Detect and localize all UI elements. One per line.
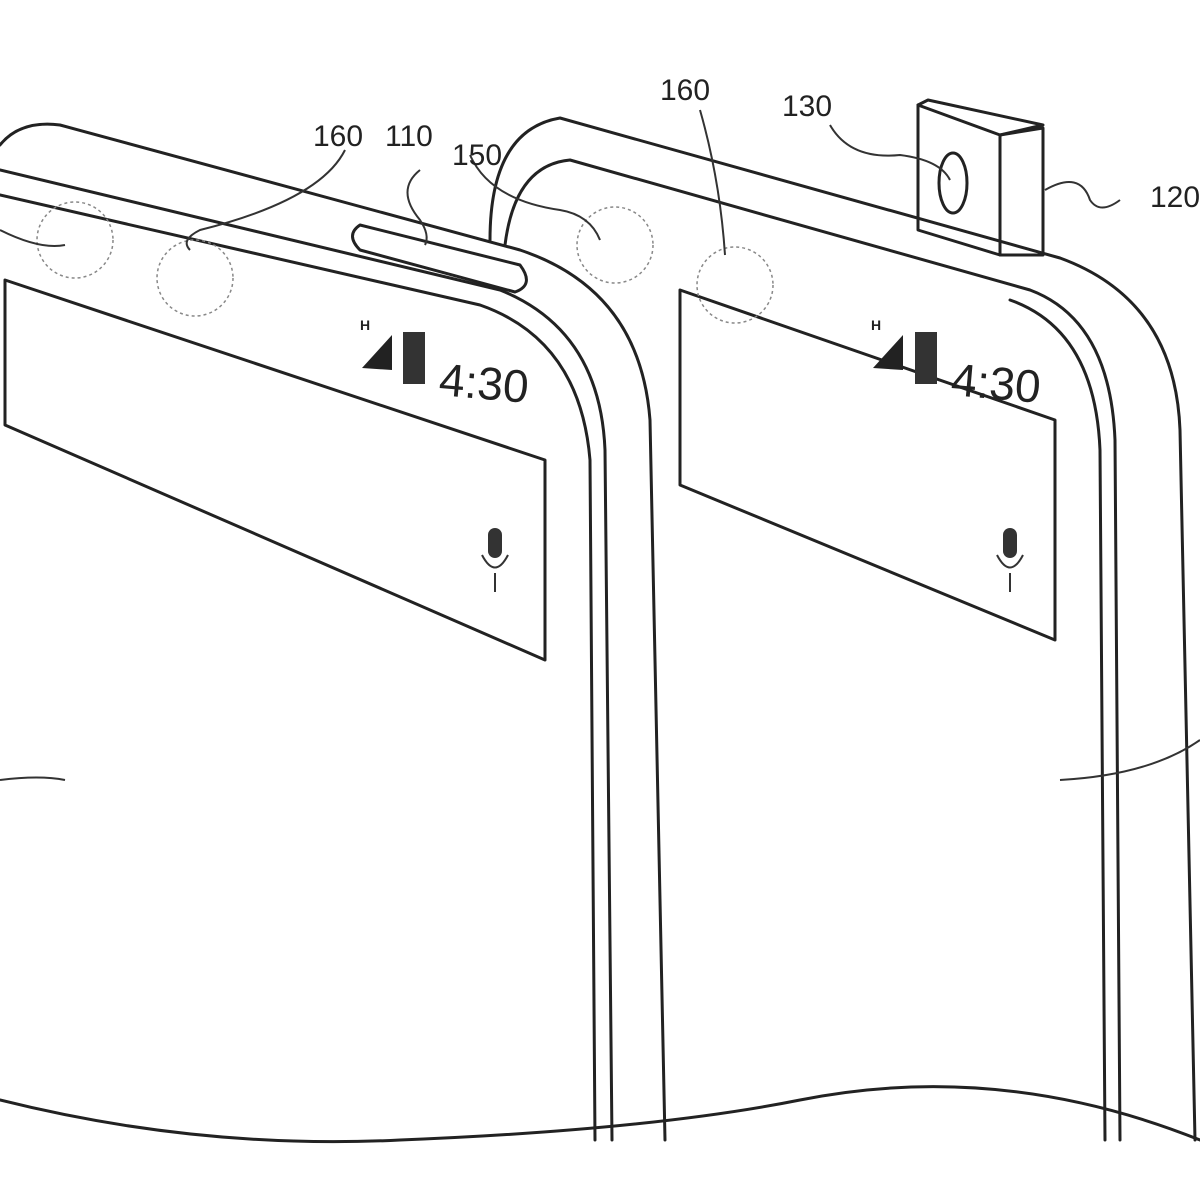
left-search-bar	[3, 278, 547, 662]
right-signal-icon	[873, 335, 903, 370]
right-sensor-1	[576, 206, 654, 284]
slot-110	[351, 223, 528, 294]
left-sensor-1	[36, 201, 114, 279]
label-160-right: 160	[660, 74, 710, 107]
leader-lines	[185, 109, 1121, 256]
right-clock: 4:30	[949, 353, 1043, 413]
label-160-left: 160	[313, 120, 363, 153]
camera-lens-130	[937, 151, 969, 215]
left-network-label: H	[360, 317, 370, 333]
right-phone: H 4:30	[488, 98, 1200, 1142]
left-signal-icon	[362, 335, 392, 370]
left-phone: H 4:30	[0, 122, 667, 1142]
label-150: 150	[452, 139, 502, 172]
left-battery-icon	[403, 332, 425, 384]
left-clock: 4:30	[437, 353, 531, 413]
right-search-bar	[678, 288, 1057, 642]
label-120: 120	[1150, 181, 1200, 214]
right-microphone-icon	[996, 528, 1024, 592]
label-110: 110	[385, 120, 433, 153]
break-line	[0, 1085, 1200, 1144]
left-microphone-icon	[481, 528, 509, 592]
camera-module-120	[916, 98, 1045, 257]
right-battery-icon	[915, 332, 937, 384]
right-sensor-2	[696, 246, 774, 324]
label-130: 130	[782, 90, 832, 123]
left-sensor-2	[156, 239, 234, 317]
right-network-label: H	[871, 317, 881, 333]
